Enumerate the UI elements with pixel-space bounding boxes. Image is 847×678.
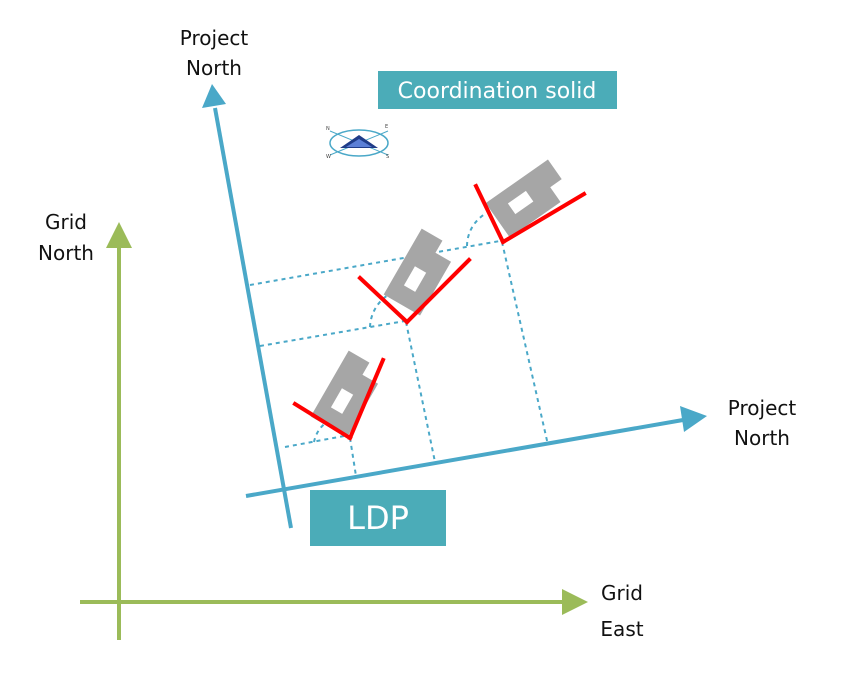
coordination-solid-icon: N E W S	[326, 124, 389, 160]
building-3	[485, 159, 562, 238]
project-north-axis	[213, 107, 293, 529]
grid-east-label-line2: East	[600, 617, 643, 641]
svg-text:N: N	[326, 126, 330, 132]
svg-text:S: S	[386, 154, 389, 160]
ldp-label: LDP	[347, 499, 409, 537]
svg-text:E: E	[385, 124, 388, 130]
grid-east-arrowhead	[562, 589, 588, 615]
building-1	[310, 350, 379, 438]
dashed-projections	[249, 213, 549, 477]
project-east-arrowhead	[680, 406, 707, 432]
ldp-box: LDP	[310, 490, 446, 546]
project-east-axis	[245, 418, 684, 498]
building-2	[383, 228, 452, 316]
coordination-solid-label: Coordination solid	[398, 79, 597, 104]
coordination-solid-box: Coordination solid	[378, 71, 617, 109]
project-north-top-label-line1: Project	[180, 26, 249, 50]
project-north-top-label-line2: North	[186, 56, 242, 80]
grid-axes	[80, 222, 588, 640]
grid-north-arrowhead	[106, 222, 132, 248]
svg-text:W: W	[326, 154, 331, 160]
grid-east-label-line1: Grid	[601, 581, 643, 605]
project-north-right-label-line2: North	[734, 426, 790, 450]
project-axes	[202, 84, 707, 529]
project-north-right-label-line1: Project	[728, 396, 797, 420]
grid-north-label-line2: North	[38, 241, 94, 265]
grid-north-label-line1: Grid	[45, 210, 87, 234]
red-local-axes	[292, 183, 587, 441]
project-north-arrowhead	[202, 84, 226, 108]
